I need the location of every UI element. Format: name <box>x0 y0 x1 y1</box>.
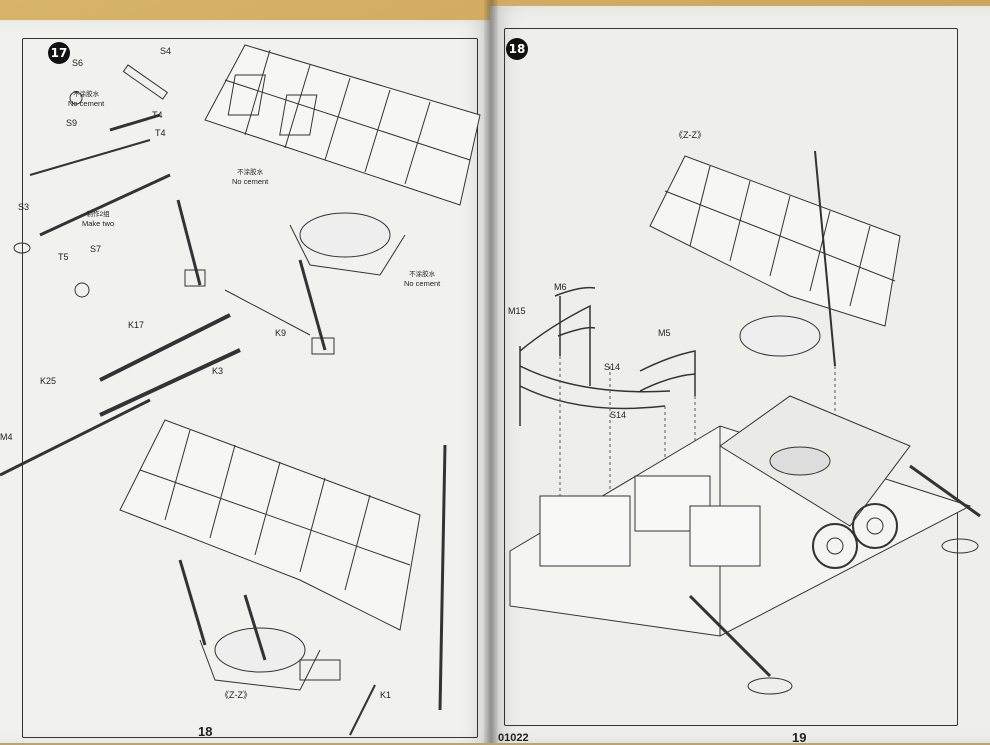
label-m15: M15 <box>508 306 526 316</box>
label-t4-a: T4 <box>152 110 163 120</box>
label-s14-b: S14 <box>610 410 627 420</box>
page-number-right: 19 <box>792 730 807 745</box>
part-k1 <box>349 684 376 736</box>
railing-m5 <box>639 350 696 396</box>
wheel-2 <box>852 503 898 549</box>
step-17-drawing <box>0 44 481 736</box>
step-18-frame <box>504 28 958 726</box>
part-s3 <box>13 242 31 254</box>
book-gutter <box>484 0 498 743</box>
equipment-shelter <box>539 495 631 567</box>
launcher-canisters-upper <box>204 44 481 206</box>
part-s9 <box>29 139 151 176</box>
part-k25-pole <box>0 398 151 477</box>
label-k9: K9 <box>275 328 287 338</box>
part-k3 <box>99 348 241 417</box>
label-k25: K25 <box>40 376 57 386</box>
page-number-left: 18 <box>198 724 213 739</box>
part-s4 <box>122 64 169 100</box>
step-18-drawing <box>509 150 981 695</box>
outrigger-rear <box>909 464 981 518</box>
label-k1: K1 <box>380 690 392 700</box>
launcher-assembled-lower <box>119 419 421 631</box>
right-page: 18 <box>490 6 990 745</box>
label-m4: M4 <box>0 432 13 442</box>
label-m6: M6 <box>554 282 567 292</box>
turntable <box>299 212 391 258</box>
part-s7 <box>74 282 90 298</box>
label-s6: S6 <box>72 58 84 68</box>
label-t5: T5 <box>58 252 69 262</box>
part-s9-assembly <box>39 173 171 237</box>
part-s6 <box>69 91 83 105</box>
part-t4 <box>109 113 161 132</box>
outrigger-pad-front <box>747 677 793 695</box>
label-k3: K3 <box>212 366 224 376</box>
generator-box-2 <box>689 505 761 567</box>
wheel-1 <box>812 523 858 569</box>
part-k17 <box>99 313 231 382</box>
label-s7: S7 <box>90 244 102 254</box>
label-t4-b: T4 <box>155 128 166 138</box>
railing-s14 <box>519 365 671 410</box>
step-17-frame <box>22 38 478 738</box>
label-zz-left: 《Z-Z》 <box>220 690 252 700</box>
label-s14-a: S14 <box>604 362 621 372</box>
railing-m6 <box>554 286 596 356</box>
label-k17: K17 <box>128 320 145 330</box>
mast <box>438 444 447 711</box>
launcher-canisters-top <box>649 155 901 327</box>
label-m5: M5 <box>658 328 671 338</box>
label-s3: S3 <box>18 202 30 212</box>
antenna-mast <box>814 150 836 367</box>
step-17-badge: 17 <box>48 42 70 64</box>
left-page: 17 <box>0 20 492 743</box>
step-18-badge: 18 <box>506 38 528 60</box>
outrigger-front <box>688 594 772 678</box>
catalog-number: 01022 <box>498 732 529 744</box>
label-zz-right: 《Z-Z》 <box>674 130 706 140</box>
label-s9: S9 <box>66 118 78 128</box>
label-s4: S4 <box>160 46 172 56</box>
railing-m15 <box>519 304 591 426</box>
